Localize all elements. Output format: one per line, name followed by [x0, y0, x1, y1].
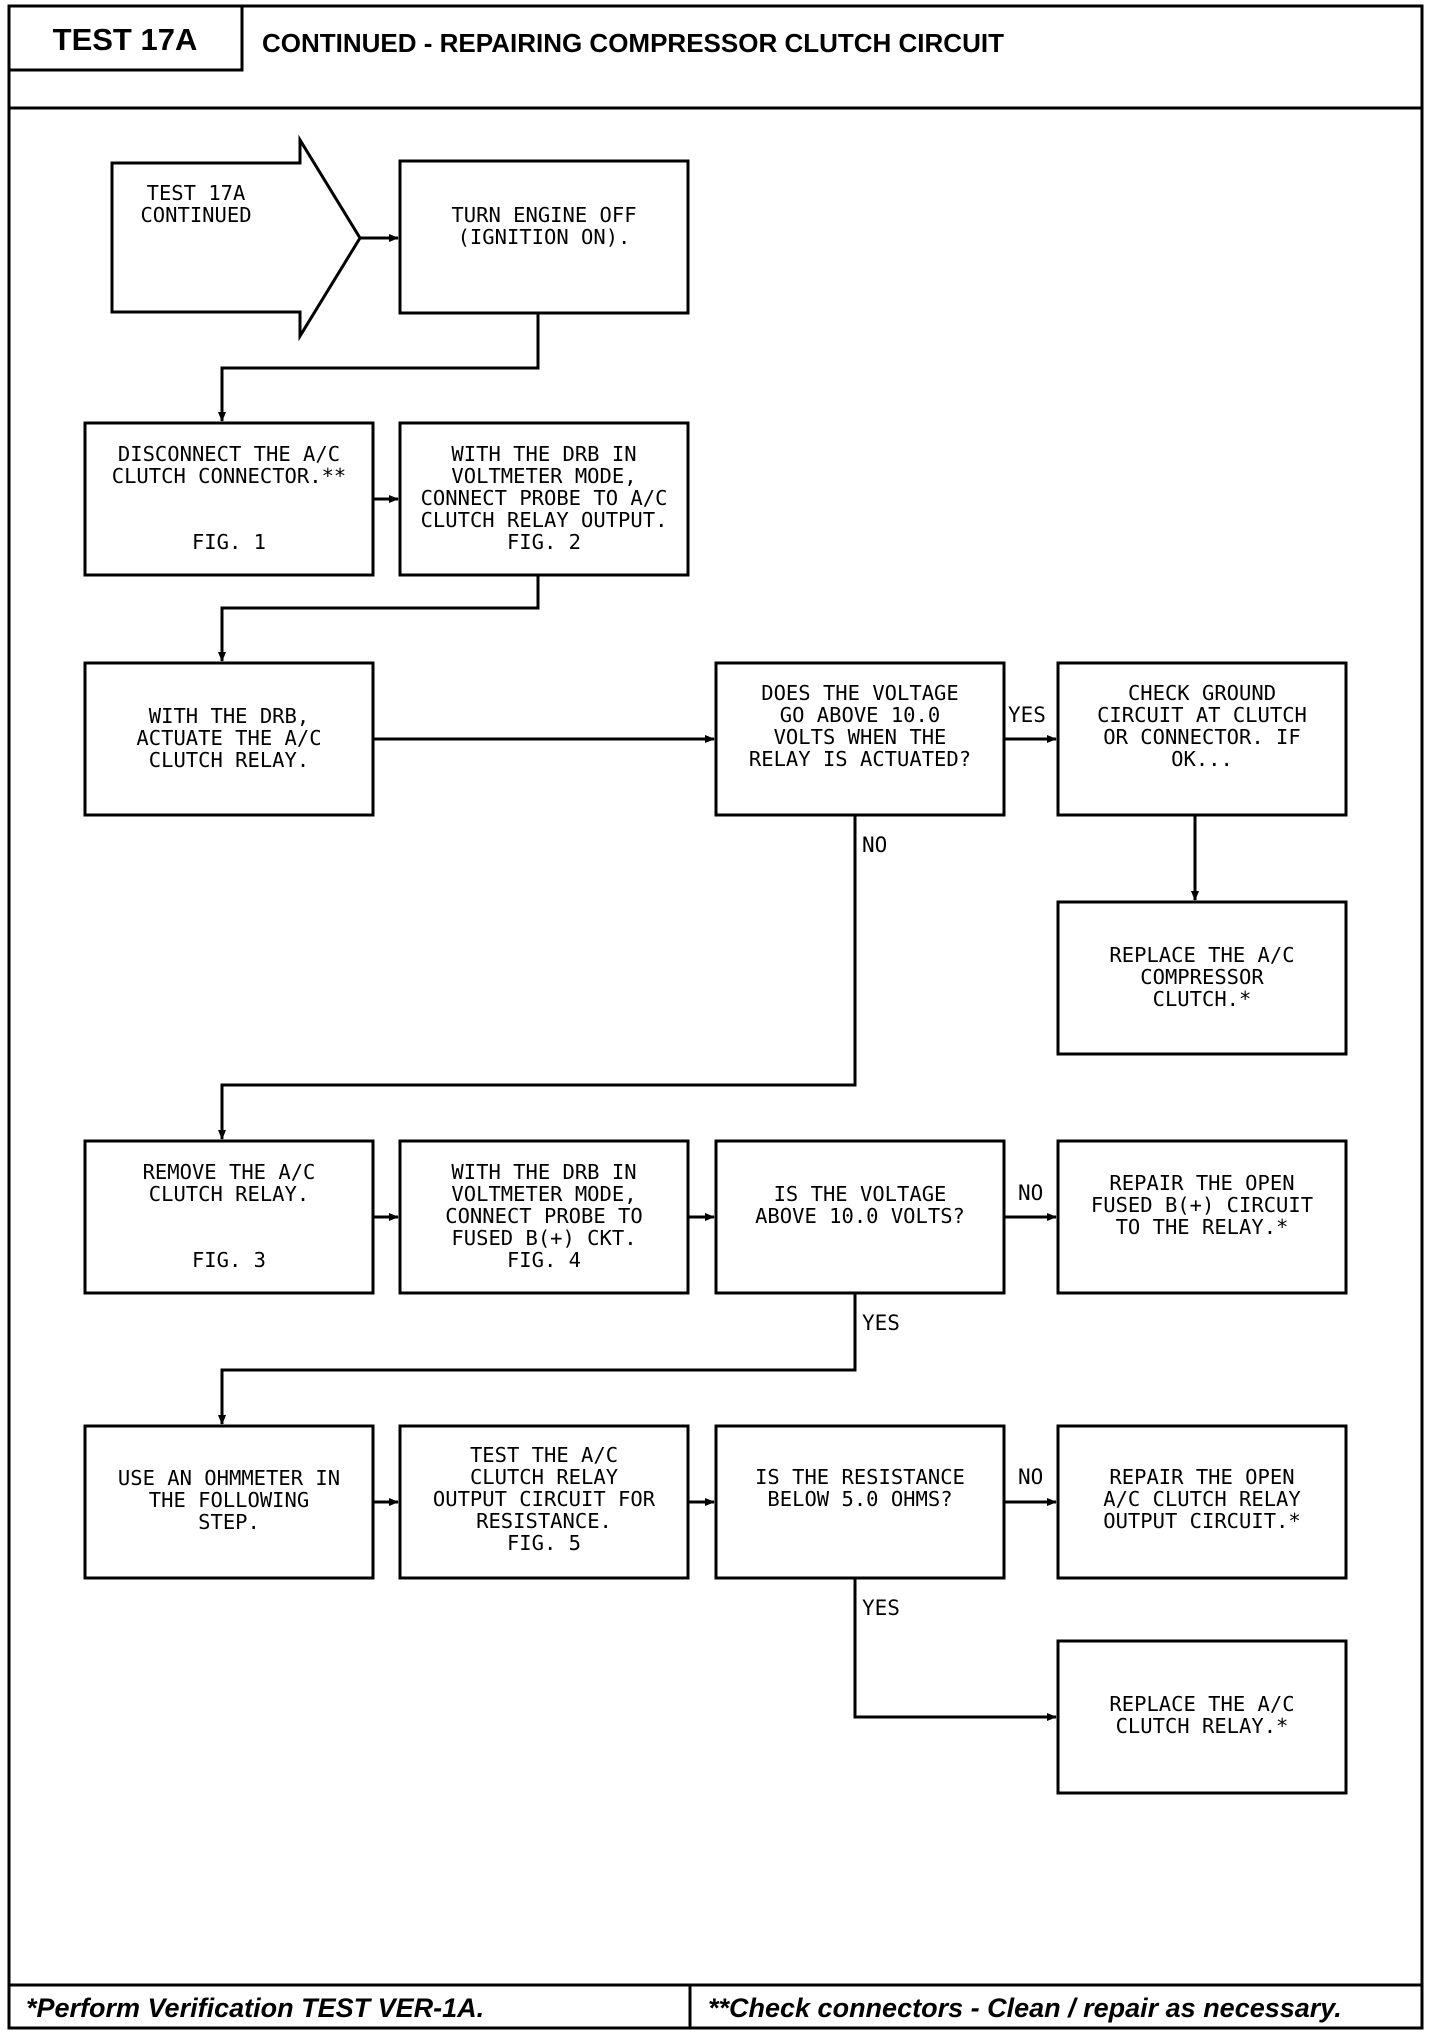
box-turn-engine-off [398, 159, 690, 315]
box-text-disconnect-clutch-line: CLUTCH CONNECTOR.** [112, 464, 347, 488]
box-repair-fused-b [1056, 1139, 1348, 1295]
box-drb-voltmeter-output [398, 421, 690, 577]
box-text-check-ground-line: OK... [1171, 747, 1233, 771]
box-text-resistance-below-5-line: BELOW 5.0 OHMS? [767, 1487, 952, 1511]
box-replace-relay [1056, 1639, 1348, 1795]
box-text-actuate-relay-line: WITH THE DRB, [149, 704, 309, 728]
box-text-replace-relay-line: CLUTCH RELAY.* [1116, 1714, 1289, 1738]
connector-drb-to-actuate [218, 575, 540, 662]
box-text-voltage-above-10-actuated-line: DOES THE VOLTAGE [761, 681, 958, 705]
box-text-drb-voltmeter-output-line: CLUTCH RELAY OUTPUT. [421, 508, 668, 532]
label-yes-voltage-actuated: YES [1008, 703, 1046, 727]
box-text-test-output-resistance-line: OUTPUT CIRCUIT FOR [433, 1487, 656, 1511]
box-text-voltage-above-10-line: IS THE VOLTAGE [774, 1182, 947, 1206]
box-text-repair-output-circuit-line: REPAIR THE OPEN [1109, 1465, 1294, 1489]
box-text-check-ground-line: CIRCUIT AT CLUTCH [1097, 703, 1307, 727]
box-text-replace-compressor-clutch-line: CLUTCH.* [1153, 987, 1252, 1011]
footer-connectors-note: **Check connectors - Clean / repair as n… [708, 1993, 1342, 2023]
box-text-replace-relay-line: REPLACE THE A/C [1109, 1692, 1294, 1716]
box-text-voltage-above-10-actuated-line: VOLTS WHEN THE [774, 725, 947, 749]
box-text-drb-voltmeter-fused-line: WITH THE DRB IN [451, 1160, 636, 1184]
box-text-check-ground-line: CHECK GROUND [1128, 681, 1276, 705]
box-text-actuate-relay-line: CLUTCH RELAY. [149, 748, 309, 772]
connector-resistance-q-yes [853, 1578, 1057, 1721]
box-text-turn-engine-off: TURN ENGINE OFF(IGNITION ON). [451, 203, 636, 249]
box-text-test-output-resistance-line: RESISTANCE. [476, 1509, 612, 1533]
box-text-turn-engine-off-line: (IGNITION ON). [458, 225, 631, 249]
box-text-voltage-above-10-line: ABOVE 10.0 VOLTS? [755, 1204, 965, 1228]
box-text-drb-voltmeter-fused-line: VOLTMETER MODE, [451, 1182, 636, 1206]
box-text-drb-voltmeter-fused-line: CONNECT PROBE TO [445, 1204, 642, 1228]
box-text-drb-voltmeter-output-line: CONNECT PROBE TO A/C [421, 486, 668, 510]
footer-verification-note: *Perform Verification TEST VER-1A. [26, 1993, 484, 2023]
test-label: TEST 17A [53, 22, 198, 57]
box-text-test-output-resistance-line: CLUTCH RELAY [470, 1465, 618, 1489]
box-replace-compressor-clutch [1056, 900, 1348, 1056]
box-text-replace-compressor-clutch-line: REPLACE THE A/C [1109, 943, 1294, 967]
box-text-test-output-resistance-line: FIG. 5 [507, 1531, 581, 1555]
box-text-actuate-relay-line: ACTUATE THE A/C [136, 726, 321, 750]
start-text-line: CONTINUED [140, 203, 251, 227]
box-text-drb-voltmeter-fused-line: FIG. 4 [507, 1248, 581, 1272]
test-label-box [7, 4, 244, 72]
box-text-disconnect-clutch-line: DISCONNECT THE A/C [118, 442, 340, 466]
box-text-disconnect-clutch-line: FIG. 1 [192, 530, 266, 554]
box-text-repair-fused-b-line: TO THE RELAY.* [1116, 1215, 1289, 1239]
connector-turn-off-to-disconnect [218, 313, 540, 422]
box-text-check-ground-line: OR CONNECTOR. IF [1103, 725, 1300, 749]
box-repair-output-circuit [1056, 1424, 1348, 1580]
page-frame [7, 4, 1424, 2030]
box-check-ground [1056, 661, 1348, 817]
box-text-repair-fused-b-line: FUSED B(+) CIRCUIT [1091, 1193, 1313, 1217]
connector-voltage-q-no [218, 815, 857, 1140]
box-text-turn-engine-off-line: TURN ENGINE OFF [451, 203, 636, 227]
box-text-repair-fused-b-line: REPAIR THE OPEN [1109, 1171, 1294, 1195]
start-arrow-shape [110, 134, 362, 342]
box-text-use-ohmmeter-line: STEP. [198, 1510, 260, 1534]
box-text-remove-relay-line: REMOVE THE A/C [143, 1160, 316, 1184]
label-yes-resistance: YES [862, 1596, 900, 1620]
connector-voltage-q2-yes [218, 1293, 857, 1425]
label-no-resistance: NO [1018, 1465, 1043, 1489]
page-title: CONTINUED - REPAIRING COMPRESSOR CLUTCH … [262, 28, 1004, 58]
start-text-line: TEST 17A [147, 181, 246, 205]
box-text-repair-output-circuit-line: A/C CLUTCH RELAY [1103, 1487, 1300, 1511]
label-no-voltage: NO [1018, 1181, 1043, 1205]
label-no-voltage-actuated: NO [862, 833, 887, 857]
box-text-replace-compressor-clutch-line: COMPRESSOR [1140, 965, 1264, 989]
box-text-test-output-resistance-line: TEST THE A/C [470, 1443, 618, 1467]
box-text-remove-relay-line: FIG. 3 [192, 1248, 266, 1272]
box-text-voltage-above-10-actuated-line: RELAY IS ACTUATED? [749, 747, 971, 771]
label-yes-voltage: YES [862, 1311, 900, 1335]
box-text-voltage-above-10-actuated-line: GO ABOVE 10.0 [780, 703, 940, 727]
box-text-use-ohmmeter-line: THE FOLLOWING [149, 1488, 309, 1512]
box-text-repair-output-circuit-line: OUTPUT CIRCUIT.* [1103, 1509, 1300, 1533]
box-text-drb-voltmeter-output-line: VOLTMETER MODE, [451, 464, 636, 488]
box-text-drb-voltmeter-output-line: FIG. 2 [507, 530, 581, 554]
box-text-resistance-below-5-line: IS THE RESISTANCE [755, 1465, 965, 1489]
box-text-remove-relay-line: CLUTCH RELAY. [149, 1182, 309, 1206]
box-text-use-ohmmeter-line: USE AN OHMMETER IN [118, 1466, 340, 1490]
box-text-drb-voltmeter-output-line: WITH THE DRB IN [451, 442, 636, 466]
box-text-drb-voltmeter-fused-line: FUSED B(+) CKT. [451, 1226, 636, 1250]
